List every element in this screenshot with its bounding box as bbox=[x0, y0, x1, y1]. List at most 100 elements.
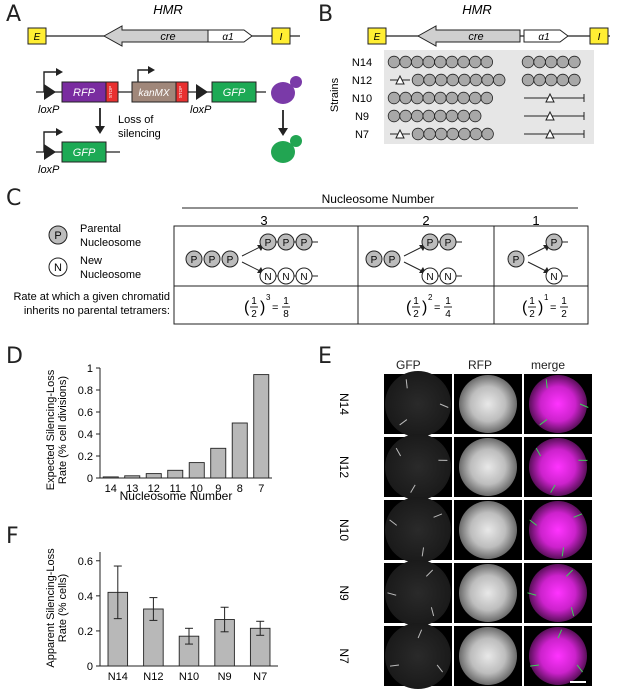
e-sector-streak bbox=[405, 379, 408, 389]
y-tick-label: 0.4 bbox=[78, 591, 93, 603]
x-tick-label: N12 bbox=[143, 671, 163, 683]
e-sector-streak bbox=[439, 403, 449, 408]
c-new-nucleosome bbox=[421, 267, 439, 285]
b-nucleosome bbox=[387, 109, 401, 123]
c-fraction-eq: = bbox=[550, 302, 556, 314]
c-result-den: 4 bbox=[445, 309, 451, 320]
b-strain-name: N12 bbox=[352, 75, 372, 87]
y-tick-label: 0.2 bbox=[78, 451, 93, 463]
b-nucleosome bbox=[446, 73, 460, 87]
a-i-box bbox=[271, 27, 291, 45]
b-cre-label: cre bbox=[468, 31, 483, 43]
c-arrow-down bbox=[403, 261, 425, 273]
c-n-letter: N bbox=[550, 272, 557, 283]
b-nucleosome bbox=[521, 55, 535, 69]
a-e-box bbox=[27, 27, 47, 45]
e-sector-streak bbox=[529, 519, 538, 526]
c-parental-nucleosome bbox=[185, 250, 203, 268]
a-i-label: I bbox=[280, 32, 283, 43]
b-nucleosome bbox=[410, 91, 424, 105]
a-loxp-label-3: loxP bbox=[38, 164, 60, 176]
a-loxp-label-1: loxP bbox=[38, 104, 60, 116]
b-nucleosome bbox=[457, 91, 470, 105]
c-new-nucleosome bbox=[277, 267, 295, 285]
bar bbox=[253, 374, 270, 479]
c-col-1: 1 bbox=[532, 213, 539, 228]
e-sector-streak bbox=[433, 513, 443, 518]
e-col-gfp: GFP bbox=[396, 358, 421, 372]
b-nucleosome bbox=[481, 127, 494, 141]
e-colony bbox=[529, 501, 587, 559]
b-nucleosome bbox=[458, 73, 471, 87]
bar bbox=[188, 462, 205, 479]
e-sector-streak bbox=[421, 547, 425, 557]
bar bbox=[210, 447, 227, 479]
c-parental-2: Nucleosome bbox=[80, 237, 141, 249]
b-nucleosome bbox=[445, 91, 459, 105]
e-sector-streak bbox=[576, 664, 583, 673]
c-p-letter: P bbox=[389, 255, 396, 266]
y-tick-label: 0 bbox=[87, 473, 93, 485]
b-nucleosome bbox=[480, 55, 494, 69]
c-result-num: 1 bbox=[445, 296, 451, 307]
c-parental-nucleosome bbox=[295, 233, 313, 251]
e-sector-streak bbox=[570, 607, 575, 617]
d-xlabel: Nucleosome Number bbox=[120, 489, 233, 503]
b-i-label: I bbox=[598, 32, 601, 43]
c-p-letter: P bbox=[191, 255, 198, 266]
c-arrow-up bbox=[527, 245, 549, 257]
a-locus-title: HMR bbox=[153, 2, 183, 17]
e-sector-streak bbox=[410, 484, 416, 493]
bar bbox=[124, 475, 141, 479]
b-locus-title: HMR bbox=[462, 2, 492, 17]
e-sector-streak bbox=[557, 629, 563, 639]
b-nucleosome bbox=[434, 109, 447, 123]
c-fraction-eq: = bbox=[272, 302, 278, 314]
e-sector-streak bbox=[387, 592, 397, 596]
b-nucleosome bbox=[544, 73, 558, 87]
c-new: New bbox=[80, 255, 102, 267]
c-fraction-paren: ( bbox=[522, 299, 528, 316]
b-e-label: E bbox=[374, 32, 381, 43]
b-nucleosome bbox=[410, 109, 424, 123]
b-nucleosome bbox=[434, 73, 448, 87]
bar bbox=[167, 469, 184, 479]
c-n-letter: N bbox=[282, 272, 289, 283]
e-row-label: N7 bbox=[337, 648, 351, 664]
e-sector-streak bbox=[425, 569, 434, 577]
a-e-label: E bbox=[34, 32, 41, 43]
a-loxp-label-2: loxP bbox=[190, 104, 212, 116]
b-nucleosome bbox=[422, 109, 436, 123]
b-nucleosome bbox=[533, 55, 546, 69]
e-sector-streak bbox=[573, 513, 583, 518]
y-tick-label: 0.6 bbox=[78, 556, 93, 568]
c-new-nucleosome bbox=[439, 267, 457, 285]
x-tick-label: 14 bbox=[105, 483, 117, 495]
panel-c-diagram: Nucleosome Number 3 2 1 P Parental Nucle… bbox=[13, 192, 589, 325]
a-stop-label: STOP bbox=[108, 86, 113, 98]
a-silencing-text: silencing bbox=[118, 128, 161, 140]
e-colony bbox=[385, 560, 451, 626]
e-sector-streak bbox=[399, 419, 408, 426]
a-gfp-label-2: GFP bbox=[73, 147, 96, 159]
c-fraction-paren: ) bbox=[260, 299, 265, 316]
e-colony bbox=[529, 375, 587, 433]
b-nucleosome bbox=[423, 127, 436, 141]
c-fraction-num: 1 bbox=[413, 296, 419, 307]
c-arrow-down bbox=[527, 261, 549, 273]
panel-label-d: D bbox=[6, 344, 23, 369]
y-tick-label: 0.4 bbox=[78, 429, 93, 441]
e-colony bbox=[385, 623, 451, 689]
e-colony bbox=[459, 627, 517, 685]
a-loxp-triangle bbox=[44, 84, 56, 100]
e-row-label: N9 bbox=[337, 585, 351, 601]
e-row-label: N10 bbox=[337, 519, 351, 541]
b-nucleosome bbox=[387, 55, 401, 69]
c-parental-nucleosome bbox=[259, 233, 277, 251]
c-fraction-num: 1 bbox=[251, 296, 257, 307]
e-sector-streak bbox=[436, 664, 443, 673]
b-nucleosome bbox=[457, 109, 470, 123]
x-tick-label: 10 bbox=[191, 483, 203, 495]
b-nucleosome bbox=[399, 55, 412, 69]
e-sector-streak bbox=[535, 447, 542, 457]
